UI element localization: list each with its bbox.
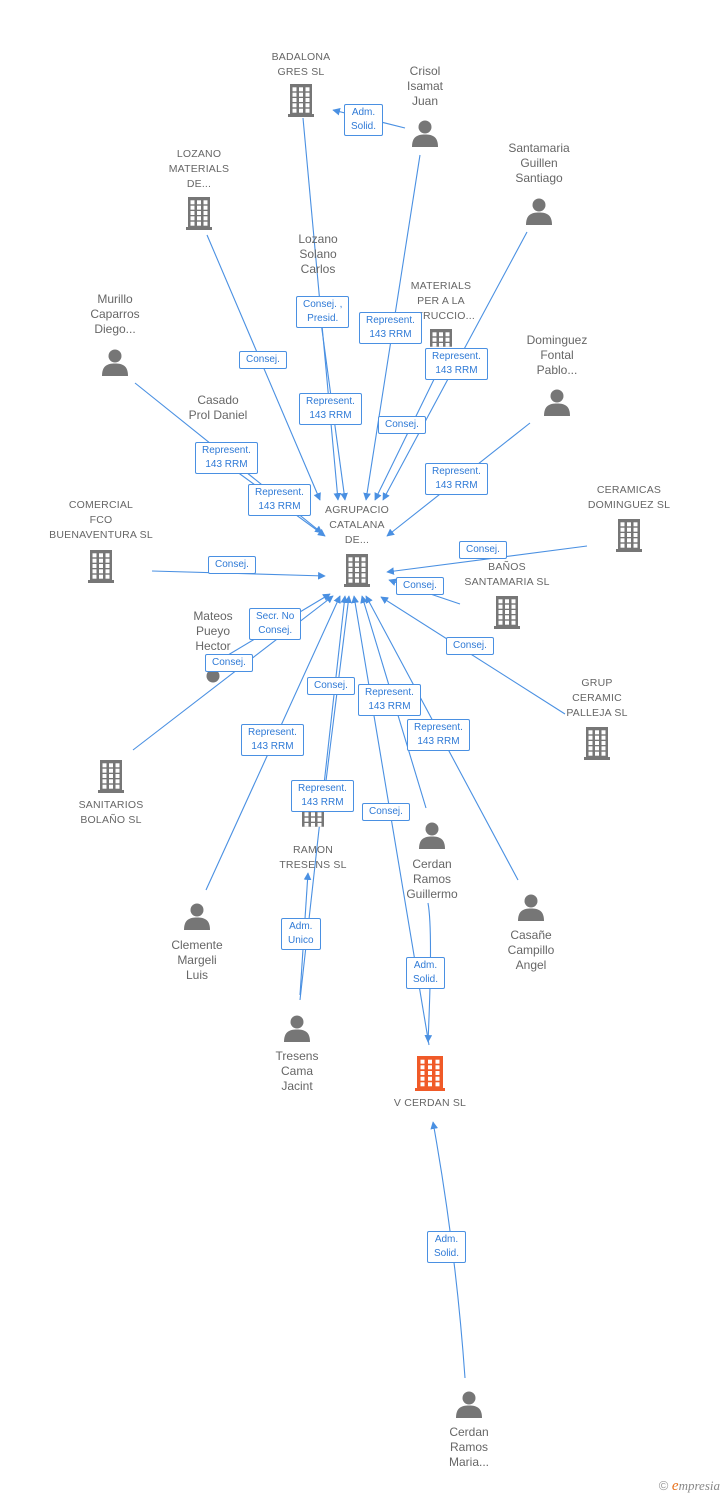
node-label: Mateos Pueyo Hector (193, 609, 233, 653)
brand-name: mpresia (678, 1478, 720, 1493)
relation-label-lozano_mat-to-agrupacio[interactable]: Consej. (239, 351, 287, 369)
relation-label-sanitarios-to-agrupacio[interactable]: Consej. (205, 654, 253, 672)
relation-label-clemente-to-agrupacio[interactable]: Represent. 143 RRM (241, 724, 304, 756)
node-label: SANITARIOS BOLAÑO SL (78, 799, 144, 826)
node-label: Tresens Cama Jacint (275, 1049, 319, 1093)
building-icon (584, 726, 610, 760)
building-icon (300, 808, 326, 827)
brand-initial: e (671, 1478, 679, 1494)
relation-label-crisol-to-badalona[interactable]: Adm. Solid. (344, 104, 384, 136)
relation-label-casado-to-agrupacio[interactable]: Represent. 143 RRM (248, 484, 311, 516)
node-label: BAÑOS SANTAMARIA SL (464, 561, 550, 588)
edge-cerdan_g-to-vcerdan (424, 902, 433, 1043)
relation-label-tresens-to-ramon[interactable]: Adm. Unico (281, 918, 321, 950)
person-icon (543, 388, 571, 416)
person-icon (411, 119, 439, 147)
node-label: BADALONA GRES SL (271, 51, 331, 78)
relation-label-santamaria-to-agrupacio[interactable]: Represent. 143 RRM (425, 348, 488, 380)
relation-label-cerdan_g-to-agrupacio[interactable]: Represent. 143 RRM (358, 684, 421, 716)
edge-grup-to-agrupacio (380, 596, 566, 715)
node-label: Casado Prol Daniel (188, 393, 248, 422)
building-icon (186, 196, 212, 230)
relation-label-cerdan_g-to-vcerdan[interactable]: Adm. Solid. (406, 957, 446, 989)
relation-label-casane-to-agrupacio[interactable]: Represent. 143 RRM (407, 719, 470, 751)
node-label: Lozano Solano Carlos (298, 232, 338, 276)
relation-label-ramon-to-agrupacio[interactable]: Consej. (307, 677, 355, 695)
node-label: AGRUPACIO CATALANA DE... (324, 504, 390, 546)
node-label: Casañe Campillo Angel (507, 928, 555, 972)
node-label: Murillo Caparros Diego... (90, 292, 140, 336)
person-icon (183, 902, 211, 930)
node-label: RAMON TRESENS SL (279, 844, 347, 871)
node-label: GRUP CERAMIC PALLEJA SL (566, 677, 628, 719)
copyright-symbol: © (658, 1478, 669, 1493)
node-label: COMERCIAL FCO BUENAVENTURA SL (49, 499, 153, 541)
edge-ceramicas-to-agrupacio (386, 545, 588, 575)
building-icon (494, 595, 520, 629)
relation-label-lozano_solano-to-agrupacio[interactable]: Consej. , Presid. (296, 296, 350, 328)
node-label: CERAMICAS DOMINGUEZ SL (587, 484, 671, 511)
person-icon (517, 893, 545, 921)
relation-label-materials-to-agrupacio[interactable]: Consej. (378, 416, 426, 434)
node-label: Clemente Margeli Luis (171, 938, 223, 982)
building-icon (88, 549, 114, 583)
person-icon (199, 668, 227, 683)
footer-brand: © empresia (659, 1478, 720, 1495)
relation-label-grup-to-agrupacio[interactable]: Consej. (446, 637, 494, 655)
node-label: Cerdan Ramos Guillermo (406, 857, 458, 901)
node-label: Crisol Isamat Juan (406, 64, 443, 108)
relation-label-cerdan_m-to-vcerdan[interactable]: Adm. Solid. (427, 1231, 467, 1263)
node-label: Cerdan Ramos Maria... (448, 1425, 489, 1469)
relation-label-dominguez_f-to-agrupacio[interactable]: Represent. 143 RRM (425, 463, 488, 495)
person-icon (101, 348, 129, 376)
building-icon (98, 759, 124, 793)
person-icon (418, 821, 446, 849)
relation-label-badalona-to-agrupacio[interactable]: Represent. 143 RRM (299, 393, 362, 425)
person-icon (283, 1014, 311, 1042)
relation-label-vcerdan-to-agrupacio[interactable]: Consej. (362, 803, 410, 821)
relation-label-tresens-to-agrupacio[interactable]: Represent. 143 RRM (291, 780, 354, 812)
person-icon (455, 1390, 483, 1418)
relation-label-crisol-to-agrupacio[interactable]: Represent. 143 RRM (359, 312, 422, 344)
relation-label-murillo-to-agrupacio[interactable]: Represent. 143 RRM (195, 442, 258, 474)
building-icon (616, 518, 642, 552)
relation-label-mateos-to-agrupacio[interactable]: Secr. No Consej. (249, 608, 302, 640)
node-label: LOZANO MATERIALS DE... (168, 148, 230, 190)
node-label: Dominguez Fontal Pablo... (526, 333, 588, 377)
person-icon (525, 197, 553, 225)
relation-label-banos-to-agrupacio[interactable]: Consej. (396, 577, 444, 595)
relation-label-comercial-to-agrupacio[interactable]: Consej. (208, 556, 256, 574)
building-icon (344, 553, 370, 587)
node-label: MATERIALS PER A LA ...TRUCCIO... (407, 280, 475, 322)
edge-ramon-to-agrupacio (322, 595, 352, 806)
building-icon (428, 328, 454, 347)
node-label: V CERDAN SL (393, 1097, 467, 1109)
building-icon (415, 1055, 445, 1091)
node-label: Santamaria Guillen Santiago (508, 141, 570, 185)
relation-label-ceramicas-to-agrupacio[interactable]: Consej. (459, 541, 507, 559)
building-icon (288, 83, 314, 117)
